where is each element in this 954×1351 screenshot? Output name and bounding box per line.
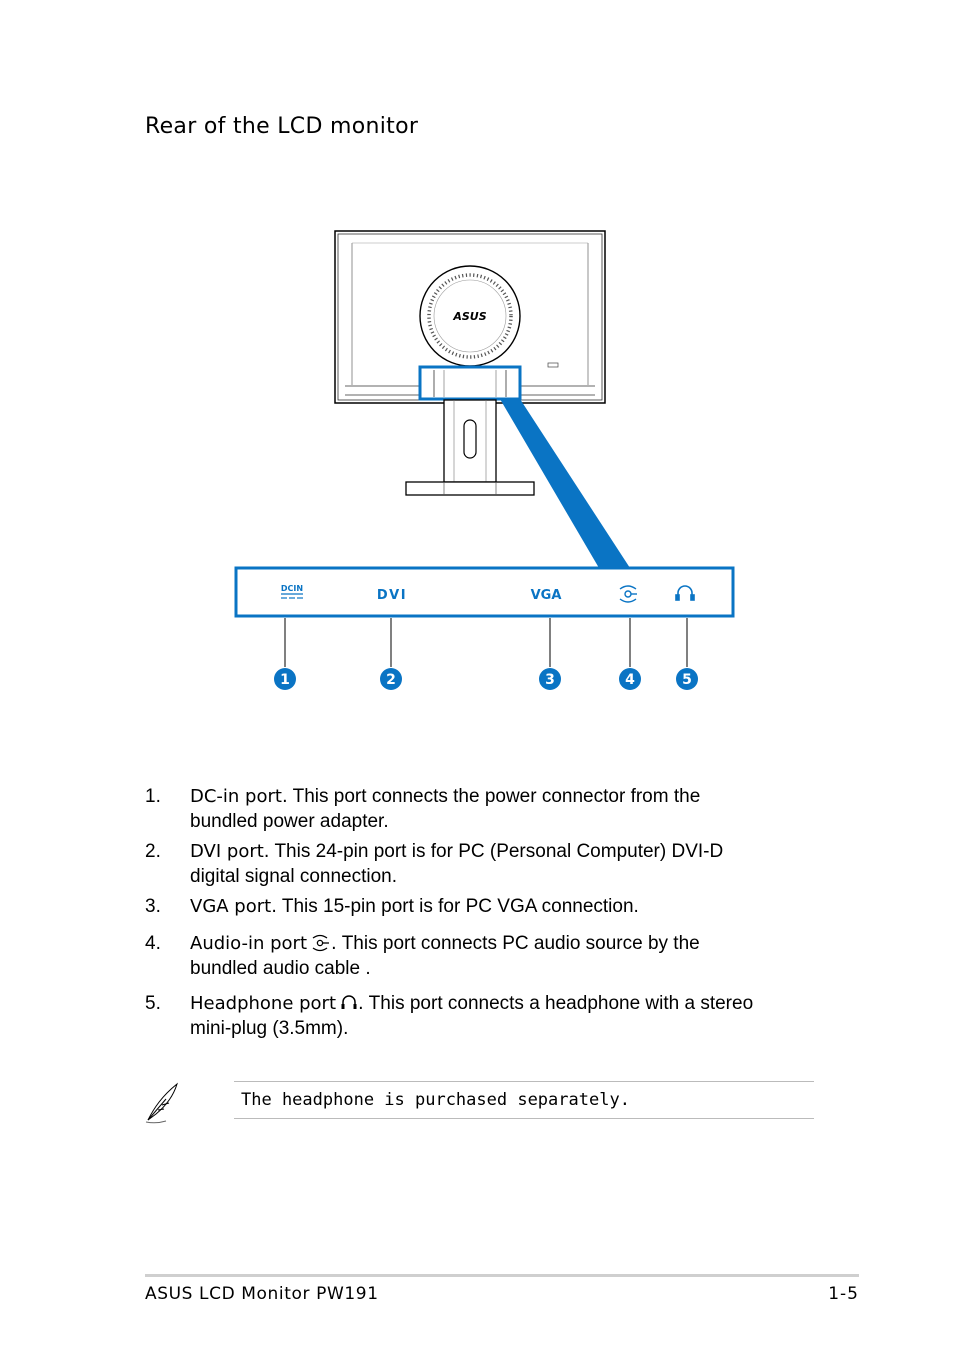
monitor-rear: ASUS [334, 230, 606, 404]
footer-title: ASUS LCD Monitor PW191 [145, 1284, 379, 1304]
audio-in-icon [312, 934, 330, 952]
item-text: This 24-pin port is for PC (Personal Com… [269, 841, 724, 862]
asus-logo: ASUS [452, 310, 486, 323]
footer-rule [145, 1274, 859, 1277]
note-text: The headphone is purchased separately. [241, 1090, 630, 1110]
note-box: The headphone is purchased separately. [234, 1081, 814, 1119]
port-label-dcin: DCIN [281, 584, 303, 593]
callout-5: 5 [676, 668, 698, 690]
callout-4: 4 [619, 668, 641, 690]
svg-text:5: 5 [682, 672, 692, 688]
svg-text:4: 4 [625, 672, 635, 688]
feather-pen-icon [145, 1082, 178, 1124]
audio-in-icon [619, 585, 637, 603]
item-number: 5. [145, 993, 161, 1014]
section-title: Rear of the LCD monitor [145, 114, 419, 139]
callout-3: 3 [539, 668, 561, 690]
svg-text:3: 3 [545, 672, 555, 688]
callout-2: 2 [380, 668, 402, 690]
rear-monitor-diagram: ASUS DCIN DVI VGA [234, 230, 735, 690]
callout-leaders [284, 618, 688, 667]
item-text-continued: bundled audio cable . [190, 958, 371, 979]
item-text: This port connects PC audio source by th… [336, 933, 700, 954]
monitor-stand [405, 399, 535, 496]
item-term-end: . [331, 933, 337, 954]
headphone-icon [341, 995, 357, 1009]
port-panel: DCIN DVI VGA [234, 566, 735, 618]
page-number: 1-5 [828, 1284, 859, 1304]
item-text: This port connects the power connector f… [287, 786, 701, 807]
item-text: This 15-pin port is for PC VGA connectio… [276, 896, 639, 917]
item-term: Headphone port [190, 993, 337, 1014]
zoom-pointer [500, 399, 630, 568]
port-label-dvi: DVI [377, 588, 407, 603]
item-term-end: . [358, 993, 364, 1014]
svg-text:2: 2 [386, 672, 396, 688]
item-text-continued: mini-plug (3.5mm). [190, 1018, 349, 1039]
callout-1: 1 [274, 668, 296, 690]
item-term: DC-in port. [190, 786, 288, 807]
item-number: 3. [145, 896, 161, 917]
item-number: 1. [145, 786, 161, 807]
headphone-icon [675, 585, 695, 601]
item-text: This port connects a headphone with a st… [363, 993, 754, 1014]
item-text-continued: bundled power adapter. [190, 811, 389, 832]
item-text-continued: digital signal connection. [190, 866, 398, 887]
callout-badges: 1 2 3 4 5 [274, 668, 698, 690]
item-number: 4. [145, 933, 161, 954]
item-term: DVI port. [190, 841, 270, 862]
item-number: 2. [145, 841, 161, 862]
item-term: Audio-in port [190, 933, 308, 954]
port-label-vga: VGA [531, 588, 562, 603]
svg-text:1: 1 [280, 672, 290, 688]
item-term: VGA port. [190, 896, 277, 917]
